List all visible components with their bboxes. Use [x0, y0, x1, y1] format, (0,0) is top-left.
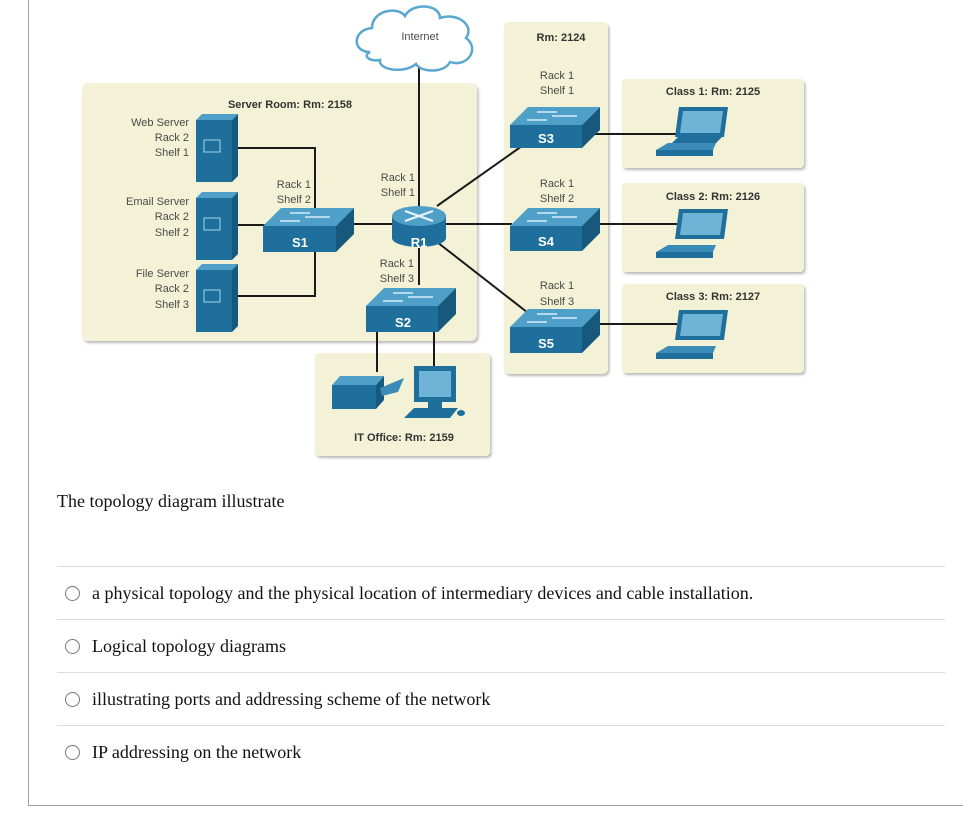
email-server-rack: Rack 2 — [155, 211, 189, 223]
desktop-computer-icon — [404, 366, 465, 418]
r1-shelf: Shelf 1 — [381, 187, 415, 199]
radio-button[interactable] — [65, 744, 80, 760]
option-label: illustrating ports and addressing scheme… — [92, 688, 491, 709]
server-room-title: Server Room: Rm: 2158 — [228, 99, 352, 111]
it-office-title: IT Office: Rm: 2159 — [354, 432, 454, 444]
option-logical-topology[interactable]: Logical topology diagrams — [57, 619, 945, 672]
radio-button[interactable] — [65, 691, 80, 707]
printer-icon — [332, 376, 404, 409]
option-label: Logical topology diagrams — [92, 635, 286, 656]
file-server-icon — [196, 264, 238, 332]
web-server-icon — [196, 114, 238, 182]
radio-button[interactable] — [65, 638, 80, 654]
laptop-class3-icon — [656, 310, 728, 359]
option-ports-addressing[interactable]: illustrating ports and addressing scheme… — [57, 672, 945, 725]
web-server-rack: Rack 2 — [155, 132, 189, 144]
laptop-class1-icon — [656, 107, 728, 156]
rm2124-title: Rm: 2124 — [537, 32, 587, 44]
s3-rack: Rack 1 — [540, 70, 574, 82]
file-server-rack: Rack 2 — [155, 283, 189, 295]
email-server-icon — [196, 192, 238, 260]
router-r1-icon — [392, 206, 446, 247]
s5-shelf: Shelf 3 — [540, 296, 574, 308]
question-frame — [28, 0, 963, 806]
class2-title: Class 2: Rm: 2126 — [666, 191, 760, 203]
switch-s2-icon — [366, 288, 456, 332]
s1-label: S1 — [292, 235, 308, 250]
class3-title: Class 3: Rm: 2127 — [666, 291, 760, 303]
cables — [238, 68, 677, 372]
email-server-shelf: Shelf 2 — [155, 227, 189, 239]
switch-s3-icon — [510, 107, 600, 148]
switch-s4-icon — [510, 208, 600, 251]
s2-rack: Rack 1 — [380, 258, 414, 270]
switch-s5-icon — [510, 309, 600, 353]
file-server-shelf: Shelf 3 — [155, 299, 189, 311]
s4-label: S4 — [538, 234, 555, 249]
option-label: IP addressing on the network — [92, 741, 302, 762]
option-ip-addressing[interactable]: IP addressing on the network — [57, 725, 945, 778]
s1-shelf: Shelf 2 — [277, 194, 311, 206]
s4-shelf: Shelf 2 — [540, 193, 574, 205]
r1-rack: Rack 1 — [381, 172, 415, 184]
s2-label: S2 — [395, 315, 411, 330]
s4-rack: Rack 1 — [540, 178, 574, 190]
email-server-name: Email Server — [126, 196, 189, 208]
s3-shelf: Shelf 1 — [540, 85, 574, 97]
s2-shelf: Shelf 3 — [380, 273, 414, 285]
laptop-class2-icon — [656, 209, 728, 258]
option-label: a physical topology and the physical loc… — [92, 582, 754, 603]
web-server-name: Web Server — [131, 117, 189, 129]
question-text: The topology diagram illustrate — [57, 491, 285, 511]
s5-label: S5 — [538, 336, 554, 351]
s1-rack: Rack 1 — [277, 179, 311, 191]
r1-label: R1 — [411, 235, 428, 250]
internet-cloud-icon — [355, 5, 474, 72]
s3-label: S3 — [538, 131, 554, 146]
file-server-name: File Server — [136, 268, 190, 280]
class1-title: Class 1: Rm: 2125 — [666, 86, 760, 98]
answer-options: a physical topology and the physical loc… — [57, 566, 945, 778]
web-server-shelf: Shelf 1 — [155, 147, 189, 159]
internet-label: Internet — [401, 31, 438, 43]
s5-rack: Rack 1 — [540, 280, 574, 292]
option-physical-topology[interactable]: a physical topology and the physical loc… — [57, 566, 945, 619]
topology-diagram: Internet Server Room: Rm: 2158 Web Serve… — [82, 5, 804, 456]
switch-s1-icon — [263, 208, 354, 252]
radio-button[interactable] — [65, 585, 80, 601]
